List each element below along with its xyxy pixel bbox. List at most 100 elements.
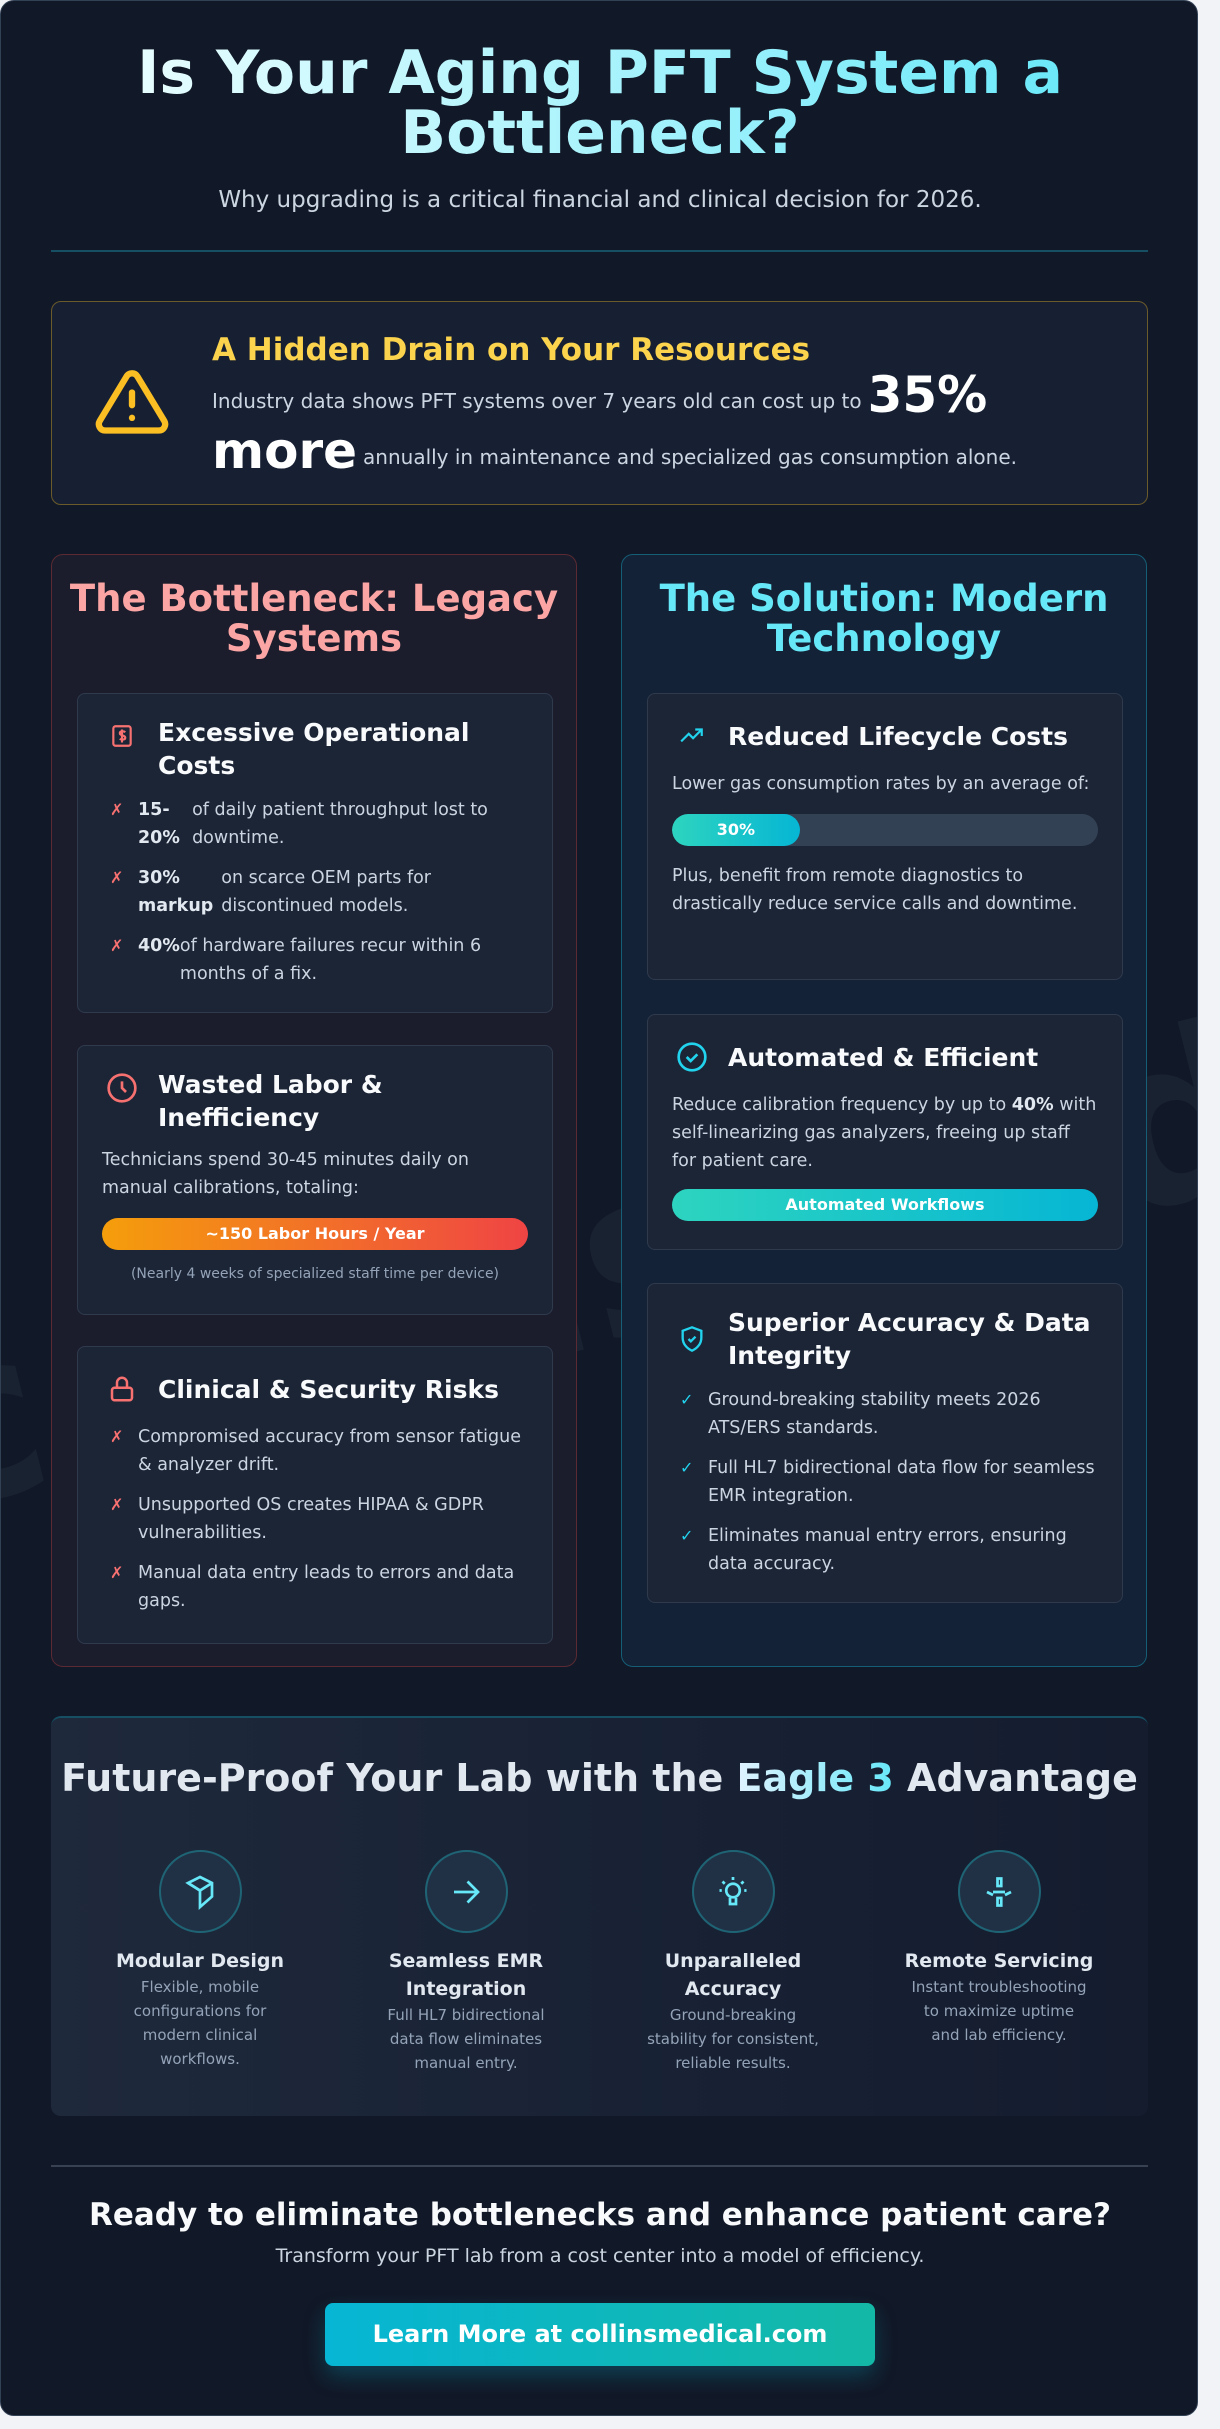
- item-text: Full HL7 bidirectional data flow for sea…: [708, 1458, 1095, 1506]
- item-text: Ground-breaking stability meets 2026 ATS…: [708, 1390, 1041, 1438]
- divider: [51, 2165, 1148, 2167]
- lifecycle-text: Lower gas consumption rates by an averag…: [672, 774, 1090, 794]
- alert-text-after: annually in maintenance and specialized …: [363, 445, 1017, 469]
- dollar-receipt-icon: [102, 716, 142, 756]
- accuracy-card: Superior Accuracy & Data Integrity ✓ Grou…: [647, 1283, 1123, 1603]
- check-icon: ✓: [680, 1390, 694, 1409]
- remote-connect-icon: [957, 1850, 1041, 1933]
- learn-more-button[interactable]: Learn More at collinsmedical.com: [325, 2303, 875, 2366]
- feature-text: Ground-breaking stability for consistent…: [647, 2006, 819, 2072]
- automated-text: Reduce calibration frequency by up to 40…: [672, 1091, 1098, 1175]
- risks-title: Clinical & Security Risks: [158, 1374, 499, 1404]
- x-icon: ✗: [110, 936, 124, 955]
- item-stat: 40%: [138, 936, 180, 956]
- trending-up-icon: [672, 716, 712, 756]
- alert-highlight: 35% more: [212, 366, 988, 480]
- cta-subtitle: Transform your PFT lab from a cost cente…: [275, 2245, 925, 2267]
- list-item: ✓ Ground-breaking stability meets 2026 AT…: [672, 1386, 1098, 1442]
- labor-card: Wasted Labor & Inefficiency Technicians …: [77, 1045, 553, 1315]
- automated-card: Automated & Efficient Reduce calibration…: [647, 1014, 1123, 1250]
- alert-text: Industry data shows PFT systems over 7 y…: [212, 370, 1112, 482]
- x-icon: ✗: [110, 1495, 124, 1514]
- x-icon: ✗: [110, 800, 124, 819]
- solution-column: The Solution: Modern Technology Reduced …: [621, 554, 1147, 1667]
- bottleneck-column: The Bottleneck: Legacy Systems Excessive…: [51, 554, 577, 1667]
- automated-text-after: with self-linearizing gas analyzers, fre…: [672, 1095, 1097, 1171]
- clock-icon: [102, 1068, 142, 1108]
- list-item: ✗ 15-20% of daily patient throughput lost …: [102, 796, 528, 852]
- automated-stat: 40%: [1011, 1095, 1054, 1115]
- risks-card: Clinical & Security Risks ✗ Compromised a…: [77, 1346, 553, 1644]
- item-text: Unsupported OS creates HIPAA & GDPR vuln…: [138, 1495, 484, 1543]
- feature-title: Unparalleled Accuracy: [664, 1950, 802, 2000]
- solution-title: The Solution: Modern Technology: [659, 577, 1109, 660]
- lock-icon: [102, 1369, 142, 1409]
- future-title-after: Advantage: [907, 1756, 1138, 1800]
- warning-triangle-icon: [95, 370, 169, 434]
- check-icon: ✓: [680, 1458, 694, 1477]
- accuracy-title: Superior Accuracy & Data Integrity: [728, 1308, 1091, 1370]
- lifecycle-title: Reduced Lifecycle Costs: [728, 721, 1069, 751]
- feature-title: Remote Servicing: [904, 1950, 1094, 1972]
- labor-bar-label: ~150 Labor Hours / Year: [205, 1224, 425, 1243]
- gas-reduction-progress: 30%: [672, 814, 1098, 846]
- automated-workflows-bar: Automated Workflows: [672, 1189, 1098, 1221]
- product-name: Eagle 3: [736, 1756, 894, 1800]
- arrow-right-icon: [424, 1850, 508, 1933]
- automated-bar-label: Automated Workflows: [785, 1195, 985, 1214]
- feature-title: Modular Design: [115, 1950, 284, 1972]
- progress-label: 30%: [716, 820, 756, 839]
- future-section: Future-Proof Your Lab with the Eagle 3 A…: [51, 1716, 1148, 2116]
- lightbulb-icon: [691, 1850, 775, 1933]
- list-item: ✗ Manual data entry leads to errors and d…: [102, 1559, 528, 1615]
- item-text: Compromised accuracy from sensor fatigue…: [138, 1427, 522, 1475]
- future-title-before: Future-Proof Your Lab with the: [61, 1756, 724, 1800]
- alert-box: A Hidden Drain on Your Resources Industr…: [51, 301, 1148, 505]
- lifecycle-card: Reduced Lifecycle Costs Lower gas consum…: [647, 693, 1123, 980]
- item-stat: 15-20%: [138, 800, 180, 848]
- x-icon: ✗: [110, 1427, 124, 1446]
- list-item: ✓ Eliminates manual entry errors, ensurin…: [672, 1522, 1098, 1578]
- list-item: ✓ Full HL7 bidirectional data flow for se…: [672, 1454, 1098, 1510]
- item-stat: 30% markup: [138, 868, 214, 916]
- feature-text: Full HL7 bidirectional data flow elimina…: [387, 2006, 545, 2072]
- progress-fill: 30%: [672, 814, 800, 846]
- alert-text-before: Industry data shows PFT systems over 7 y…: [212, 389, 862, 413]
- item-text: of daily patient throughput lost to down…: [192, 800, 488, 848]
- page-subtitle: Why upgrading is a critical financial an…: [218, 187, 982, 213]
- check-icon: ✓: [680, 1526, 694, 1545]
- item-text: on scarce OEM parts for discontinued mod…: [221, 868, 432, 916]
- feature-text: Instant troubleshooting to maximize upti…: [911, 1978, 1087, 2044]
- shield-check-icon: [672, 1319, 712, 1359]
- costs-title: Excessive Operational Costs: [158, 718, 470, 780]
- alert-title: A Hidden Drain on Your Resources: [212, 332, 811, 368]
- list-item: ✗ Compromised accuracy from sensor fatigu…: [102, 1423, 528, 1479]
- costs-card: Excessive Operational Costs ✗ 15-20% of da…: [77, 693, 553, 1013]
- lifecycle-text2: Plus, benefit from remote diagnostics to…: [672, 866, 1078, 914]
- divider: [51, 250, 1148, 252]
- bottleneck-title: The Bottleneck: Legacy Systems: [69, 577, 559, 660]
- labor-title: Wasted Labor & Inefficiency: [158, 1070, 383, 1132]
- x-icon: ✗: [110, 868, 124, 887]
- list-item: ✗ 40%of hardware failures recur within 6 …: [102, 932, 528, 988]
- check-circle-icon: [672, 1037, 712, 1077]
- feature-title: Seamless EMR Integration: [388, 1950, 544, 2000]
- item-text: Eliminates manual entry errors, ensuring…: [708, 1526, 1067, 1574]
- automated-title: Automated & Efficient: [728, 1042, 1039, 1072]
- future-title: Future-Proof Your Lab with the Eagle 3 A…: [51, 1756, 1148, 1800]
- labor-text: Technicians spend 30-45 minutes daily on…: [102, 1150, 469, 1198]
- cube-icon: [158, 1850, 242, 1933]
- cta-title: Ready to eliminate bottlenecks and enhan…: [88, 2197, 1112, 2233]
- page-title: Is Your Aging PFT System a Bottleneck?: [101, 43, 1099, 163]
- x-icon: ✗: [110, 1563, 124, 1582]
- item-text: Manual data entry leads to errors and da…: [138, 1563, 515, 1611]
- labor-note: (Nearly 4 weeks of specialized staff tim…: [130, 1266, 500, 1282]
- feature-text: Flexible, mobile configurations for mode…: [133, 1978, 267, 2068]
- automated-text-before: Reduce calibration frequency by up to: [672, 1095, 1007, 1115]
- item-text: of hardware failures recur within 6 mont…: [179, 936, 482, 984]
